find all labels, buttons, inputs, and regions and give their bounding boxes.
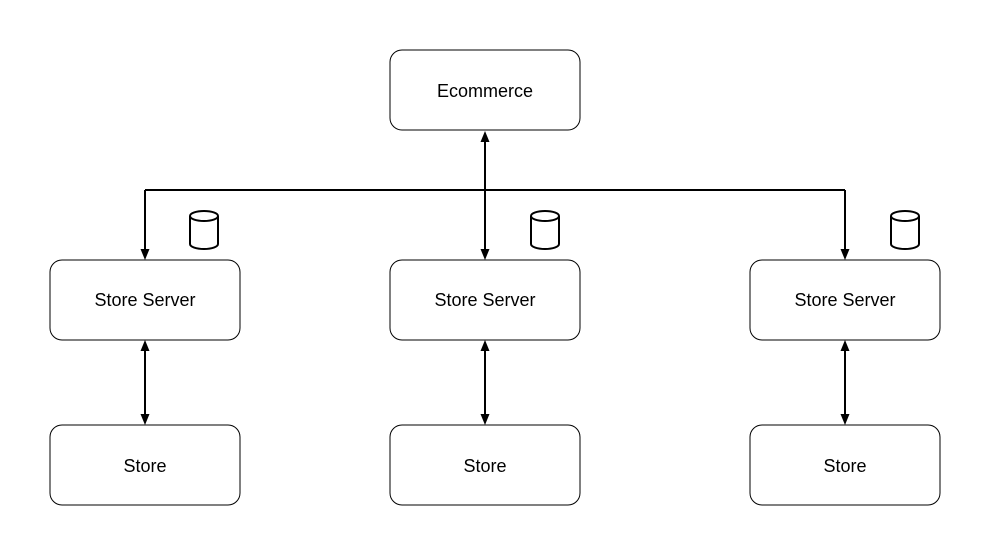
store-server-label-left: Store Server [94, 290, 195, 310]
ecommerce-label: Ecommerce [437, 81, 533, 101]
arrowhead-down-server-mid [480, 249, 490, 260]
store-node-mid[interactable]: Store [389, 424, 581, 506]
store-node-right[interactable]: Store [749, 424, 941, 506]
database-icon [189, 210, 219, 250]
arrowhead-down-store-mid [480, 414, 490, 425]
store-server-node-right[interactable]: Store Server [749, 259, 941, 341]
arrowhead-up-server-left [140, 340, 150, 351]
ecommerce-node[interactable]: Ecommerce [389, 49, 581, 131]
store-server-node-mid[interactable]: Store Server [389, 259, 581, 341]
store-server-label-right: Store Server [794, 290, 895, 310]
arrowhead-down-server-right [840, 249, 850, 260]
arrowhead-down-server-left [140, 249, 150, 260]
store-node-left[interactable]: Store [49, 424, 241, 506]
store-label-mid: Store [463, 456, 506, 476]
connectors [140, 131, 850, 425]
store-label-left: Store [123, 456, 166, 476]
store-server-label-mid: Store Server [434, 290, 535, 310]
database-icon [530, 210, 560, 250]
arrowhead-up-server-right [840, 340, 850, 351]
database-icon [890, 210, 920, 250]
store-server-node-left[interactable]: Store Server [49, 259, 241, 341]
arrowhead-down-store-right [840, 414, 850, 425]
arrowhead-up-server-mid [480, 340, 490, 351]
arrowhead-up-ecommerce [480, 131, 490, 142]
arrowhead-down-store-left [140, 414, 150, 425]
store-label-right: Store [823, 456, 866, 476]
